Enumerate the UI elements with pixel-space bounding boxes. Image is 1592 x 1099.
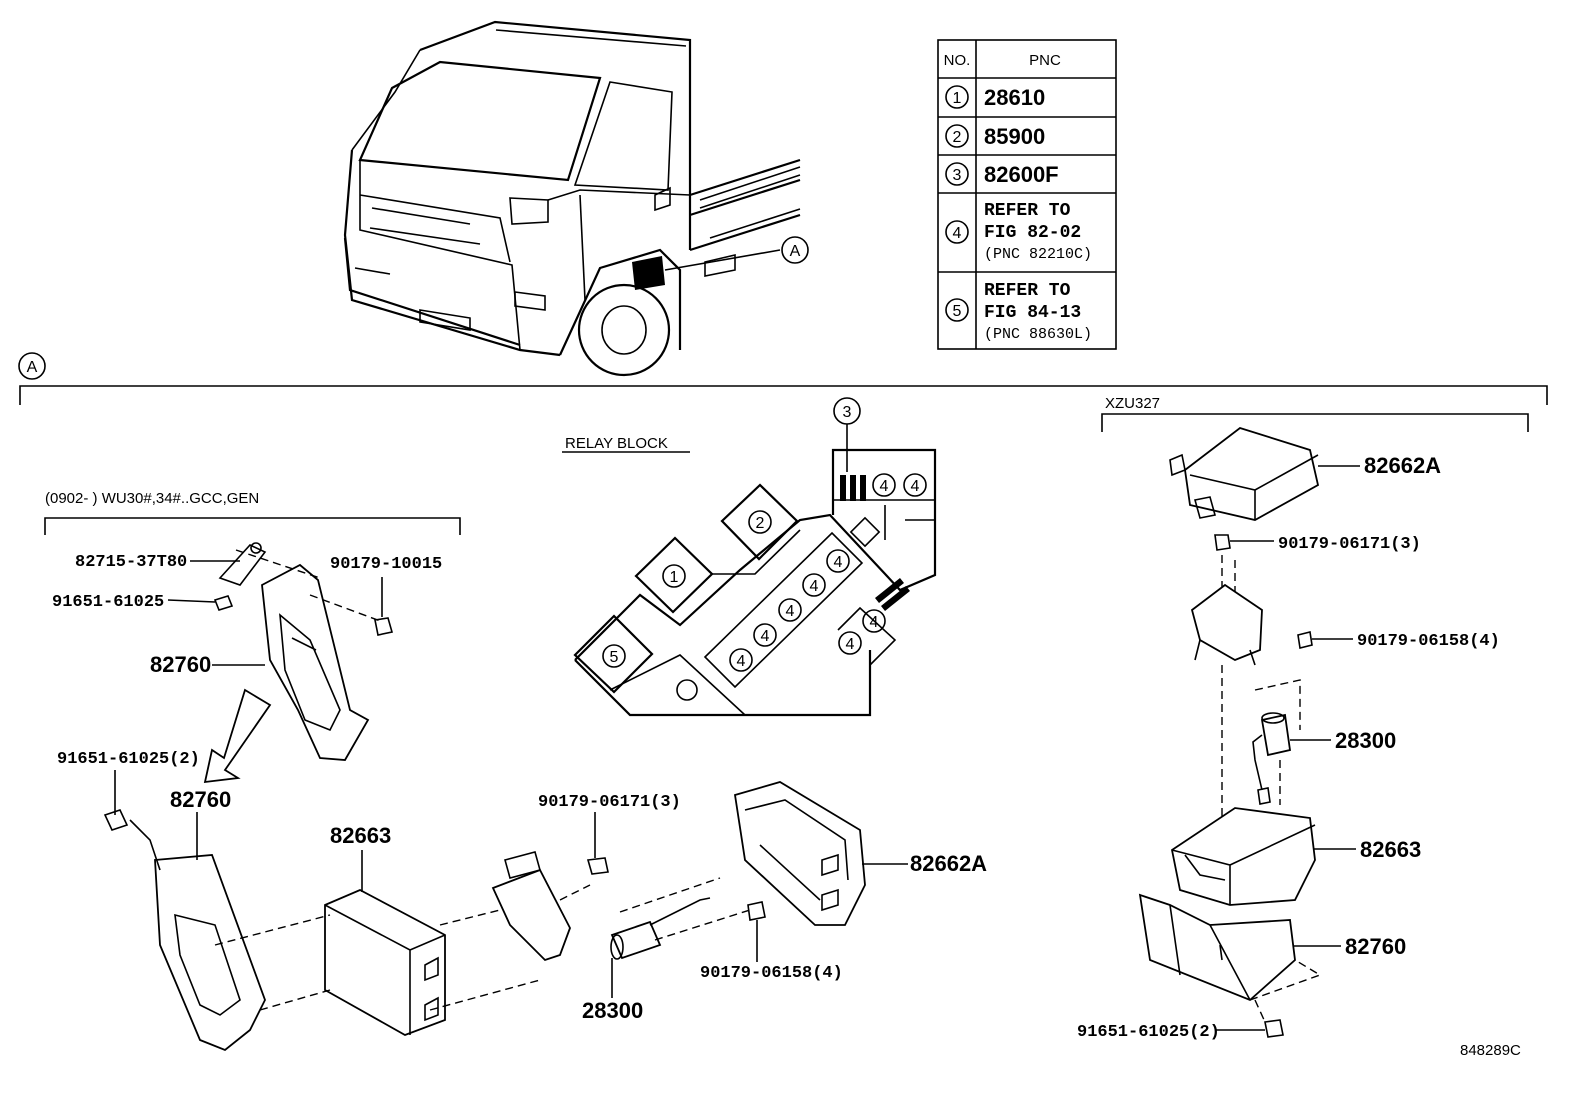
pnc-table: NO. PNC 1 28610 2 85900 3 82600F 4 REFER… [937,39,1117,350]
label-91651-61025: 91651-61025 [52,593,164,612]
right-label-82662a: 82662A [1364,453,1441,478]
svg-text:4: 4 [834,554,843,571]
svg-text:1: 1 [953,90,962,107]
svg-text:85900: 85900 [984,124,1045,149]
label-90179-06171-3: 90179-06171(3) [538,793,681,812]
svg-text:FIG 82-02: FIG 82-02 [984,223,1081,243]
table-row: 2 85900 [945,124,1045,149]
svg-text:4: 4 [953,225,962,242]
table-row: 1 28610 [945,85,1045,110]
relay-block-title: RELAY BLOCK [565,435,668,452]
right-label-90179-06171-3: 90179-06171(3) [1278,535,1421,554]
svg-text:4: 4 [761,628,770,645]
svg-text:5: 5 [610,649,619,666]
svg-text:4: 4 [870,614,879,631]
truck-illustration: A [343,20,809,377]
svg-text:2: 2 [953,129,962,146]
svg-text:28610: 28610 [984,85,1045,110]
label-82715-37t80: 82715-37T80 [75,553,187,572]
fuse-4-group: 4 4 4 4 4 4 4 4 4 [729,473,927,672]
svg-text:REFER TO: REFER TO [984,281,1071,301]
svg-text:(PNC 82210C): (PNC 82210C) [984,246,1092,263]
svg-text:4: 4 [810,578,819,595]
table-row: 3 82600F [945,162,1059,187]
svg-text:4: 4 [786,603,795,620]
label-28300: 28300 [582,998,643,1023]
right-label-28300: 28300 [1335,728,1396,753]
variant-left-label: (0902- ) WU30#,34#..GCC,GEN [45,490,259,507]
svg-text:(PNC 88630L): (PNC 88630L) [984,326,1092,343]
svg-text:1: 1 [670,569,679,586]
label-90179-10015: 90179-10015 [330,555,442,574]
svg-text:4: 4 [911,478,920,495]
section-a-bracket: A [18,352,1548,405]
right-label-91651-61025-2: 91651-61025(2) [1077,1023,1220,1042]
label-91651-61025-2: 91651-61025(2) [57,750,200,769]
label-82662a: 82662A [910,851,987,876]
right-label-90179-06158-4: 90179-06158(4) [1357,632,1500,651]
right-label-82663: 82663 [1360,837,1421,862]
table-row: 5 REFER TO FIG 84-13 (PNC 88630L) [945,281,1092,343]
svg-text:4: 4 [880,478,889,495]
right-variant-assembly: XZU327 82662A 90179-0617 [1077,395,1529,1042]
callout-a-label: A [790,243,801,260]
svg-text:4: 4 [846,636,855,653]
svg-text:REFER TO: REFER TO [984,201,1071,221]
relay-block: RELAY BLOCK 1 2 5 4 4 4 4 4 4 4 [562,397,937,717]
figure-id: 848289C [1460,1042,1521,1059]
label-82760-upper: 82760 [150,652,211,677]
svg-text:4: 4 [737,653,746,670]
svg-text:2: 2 [756,515,765,532]
label-82760-lower: 82760 [170,787,231,812]
svg-text:82600F: 82600F [984,162,1059,187]
svg-text:5: 5 [953,303,962,320]
left-variant-assembly: (0902- ) WU30#,34#..GCC,GEN [44,490,987,1052]
table-row: 4 REFER TO FIG 82-02 (PNC 82210C) [945,201,1092,263]
label-90179-06158-4: 90179-06158(4) [700,964,843,983]
svg-text:3: 3 [843,404,852,421]
table-header-no: NO. [944,52,971,69]
table-header-pnc: PNC [1029,52,1061,69]
section-a-label: A [27,359,38,376]
variant-right-label: XZU327 [1105,395,1160,412]
svg-text:FIG 84-13: FIG 84-13 [984,303,1081,323]
label-82663: 82663 [330,823,391,848]
right-label-82760: 82760 [1345,934,1406,959]
svg-text:3: 3 [953,167,962,184]
